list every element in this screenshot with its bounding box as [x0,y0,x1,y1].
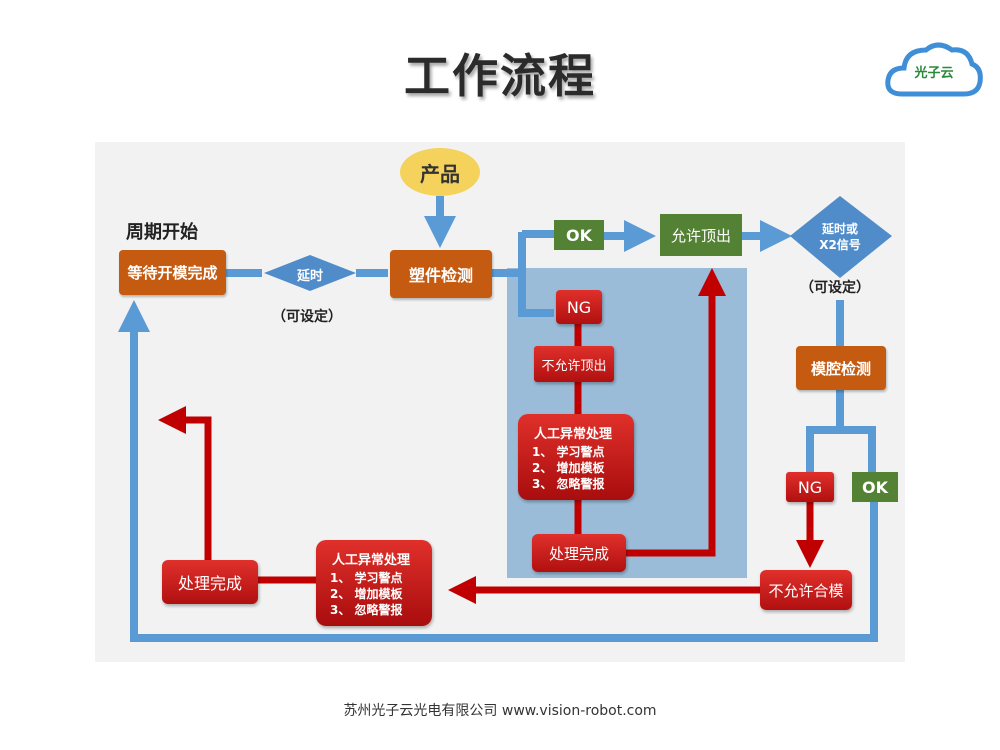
done-inner-node: 处理完成 [532,534,626,572]
footer-company: 苏州光子云光电有限公司 www.vision-robot.com [343,703,657,719]
red-done-up-left [158,406,212,560]
settable2-label: （可设定） [800,280,870,296]
done-bottom-node: 处理完成 [162,560,258,604]
manual-handling-item: 2、 增加模板 [532,460,605,475]
branch-cavity-ok [840,426,876,472]
ok1-node: OK [554,220,604,250]
settable1-label: （可设定） [272,309,342,325]
start-label: 周期开始 [126,222,198,243]
ng2-node: NG [786,472,834,502]
disallow-eject-node: 不允许顶出 [534,346,614,382]
manual-handling-item: 1、 学习警点 [330,570,403,585]
branch-cavity [806,390,844,472]
product-ellipse [400,148,480,196]
return-loop [118,300,878,642]
manual-handling-item: 3、 忽略警报 [330,602,403,617]
delay-x2-label-line2: X2信号 [819,238,861,252]
manual-handling-item: 3、 忽略警报 [532,476,605,491]
ng1-node: NG [556,290,602,324]
delay-x2-diamond [790,196,892,278]
manual-handling-item: 2、 增加模板 [330,586,403,601]
plastic-inspect-node: 塑件检测 [390,250,492,298]
ok2-node: OK [852,472,898,502]
cloud-icon [885,42,983,97]
manual-handling-title: 人工异常处理 [332,552,411,568]
delay1-label: 延时 [296,269,323,284]
manual-handling-inner-node: 人工异常处理 1、 学习警点 2、 增加模板 3、 忽略警报 [518,414,634,500]
delay-x2-label-line1: 延时或 [821,222,858,236]
manual-handling-title: 人工异常处理 [534,426,613,442]
delay-diamond [264,255,356,291]
disallow-close-node: 不允许合模 [760,570,852,610]
red-done-to-allow [626,268,726,557]
branch-inspect [492,232,526,277]
manual-handling-bottom-node: 人工异常处理 1、 学习警点 2、 增加模板 3、 忽略警报 [316,540,432,626]
page-title: 工作流程 [404,49,596,103]
logo-text: 光子云 [914,66,954,81]
wait-mold-open-node: 等待开模完成 [119,250,226,295]
product-label: 产品 [420,162,460,186]
allow-eject-node: 允许顶出 [660,214,742,256]
company-logo: 光子云 [884,36,984,100]
branch-inspect-ng [518,273,554,317]
cavity-inspect-node: 模腔检测 [796,346,886,390]
manual-handling-item: 1、 学习警点 [532,444,605,459]
